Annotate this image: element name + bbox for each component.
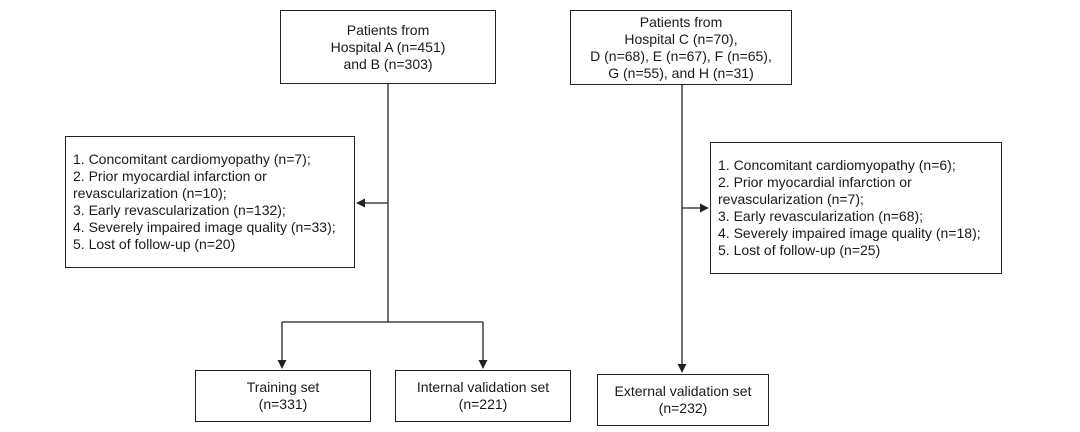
exclusion-item: 5. Lost of follow-up (n=20) — [73, 236, 236, 252]
exclusion-item: 2. Prior myocardial infarction or — [718, 174, 912, 190]
exclusion-item: 5. Lost of follow-up (n=25) — [718, 242, 881, 258]
exclusion-item: 3. Early revascularization (n=68); — [718, 208, 924, 224]
node-exclusion-left: 1. Concomitant cardiomyopathy (n=7); 2. … — [65, 136, 355, 268]
node-text-line: D (n=68), E (n=67), F (n=65), — [590, 47, 772, 64]
node-text-line: Internal validation set — [416, 379, 550, 395]
node-text-line: Hospital A (n=451) — [330, 38, 446, 55]
node-text-line: G (n=55), and H (n=31) — [608, 64, 754, 81]
node-text-line: External validation set — [614, 383, 752, 399]
exclusion-item: revascularization (n=7); — [718, 191, 864, 207]
exclusion-item: 2. Prior myocardial infarction or — [73, 168, 267, 184]
node-text-line: (n=221) — [458, 396, 508, 412]
node-training-set: Training set (n=331) — [195, 370, 371, 422]
node-source-hospital-a-b: Patients from Hospital A (n=451) and B (… — [280, 10, 496, 84]
node-exclusion-right: 1. Concomitant cardiomyopathy (n=6); 2. … — [710, 142, 1002, 274]
node-text-line: Training set — [246, 379, 320, 395]
node-internal-validation-set: Internal validation set (n=221) — [395, 370, 571, 422]
exclusion-item: 1. Concomitant cardiomyopathy (n=6); — [718, 157, 956, 173]
node-text-line: (n=232) — [658, 400, 708, 416]
node-source-hospital-c-h: Patients from Hospital C (n=70), D (n=68… — [570, 10, 792, 85]
exclusion-item: 3. Early revascularization (n=132); — [73, 202, 286, 218]
node-text-line: and B (n=303) — [343, 55, 433, 72]
exclusion-item: 4. Severely impaired image quality (n=33… — [73, 219, 336, 235]
exclusion-item: revascularization (n=10); — [73, 185, 227, 201]
node-text-line: Patients from — [639, 13, 723, 30]
node-text-line: Patients from — [346, 21, 430, 38]
node-text-line: Hospital C (n=70), — [624, 30, 738, 47]
exclusion-item: 1. Concomitant cardiomyopathy (n=7); — [73, 151, 311, 167]
node-text-line: (n=331) — [258, 396, 308, 412]
node-external-validation-set: External validation set (n=232) — [597, 374, 769, 426]
exclusion-item: 4. Severely impaired image quality (n=18… — [718, 225, 981, 241]
